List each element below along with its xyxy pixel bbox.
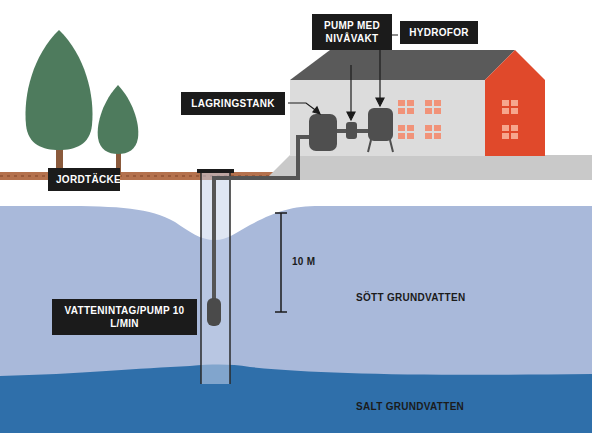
label-box: VATTENINTAG/PUMP 10 L/MIN [52, 299, 197, 335]
label-text: JORDTÄCKE [56, 173, 112, 186]
label-text: HYDROFOR [408, 26, 470, 39]
label-text: VATTENINTAG/PUMP 10 L/MIN [60, 304, 189, 330]
label-box: JORDTÄCKE [48, 168, 120, 191]
label-text: LAGRINGSTANK [189, 97, 277, 110]
label-box: LAGRINGSTANK [181, 92, 285, 115]
dimension-label: 10 M [292, 256, 315, 267]
label-text: PUMP MED NIVÅVAKT [320, 19, 384, 45]
label-box: PUMP MED NIVÅVAKT [312, 14, 392, 50]
region-label: SALT GRUNDVATTEN [356, 401, 464, 412]
region-label: SÖTT GRUNDVATTEN [356, 292, 465, 303]
label-box: HYDROFOR [400, 21, 478, 44]
